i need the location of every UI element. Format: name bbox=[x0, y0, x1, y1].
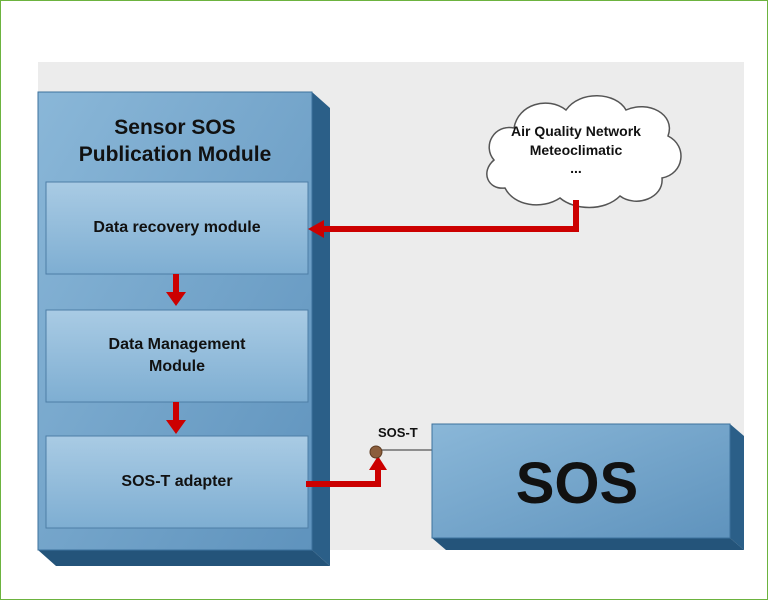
data-recovery-module-label: Data recovery module bbox=[93, 219, 261, 237]
sos-t-adapter-box bbox=[45, 435, 309, 529]
sos-box bbox=[431, 423, 731, 539]
data-management-module-label: Data Management Module bbox=[108, 336, 246, 375]
sos-label: SOS bbox=[515, 450, 639, 516]
data-recovery-module-box bbox=[45, 181, 309, 275]
publication-box-side bbox=[312, 92, 330, 566]
arrow-management-to-adapter bbox=[166, 402, 186, 434]
sos-t-adapter-label: SOS-T adapter bbox=[121, 473, 233, 491]
publication-module-title: Sensor SOS Publication Module bbox=[78, 115, 272, 166]
arrow-cloud-to-recovery bbox=[308, 200, 579, 238]
data-source-cloud bbox=[486, 95, 682, 209]
cloud-label: Air Quality Network Meteoclimatic ... bbox=[511, 122, 641, 177]
sos-box-bottom bbox=[432, 538, 744, 550]
publication-box-bottom bbox=[38, 550, 330, 566]
arrow-adapter-to-connector bbox=[306, 456, 387, 487]
sos-box-side bbox=[730, 424, 744, 550]
sos-t-interface-label: SOS-T bbox=[378, 425, 418, 441]
arrow-recovery-to-management bbox=[166, 274, 186, 306]
sos-t-connector-dot bbox=[369, 445, 383, 459]
data-management-module-box bbox=[45, 309, 309, 403]
